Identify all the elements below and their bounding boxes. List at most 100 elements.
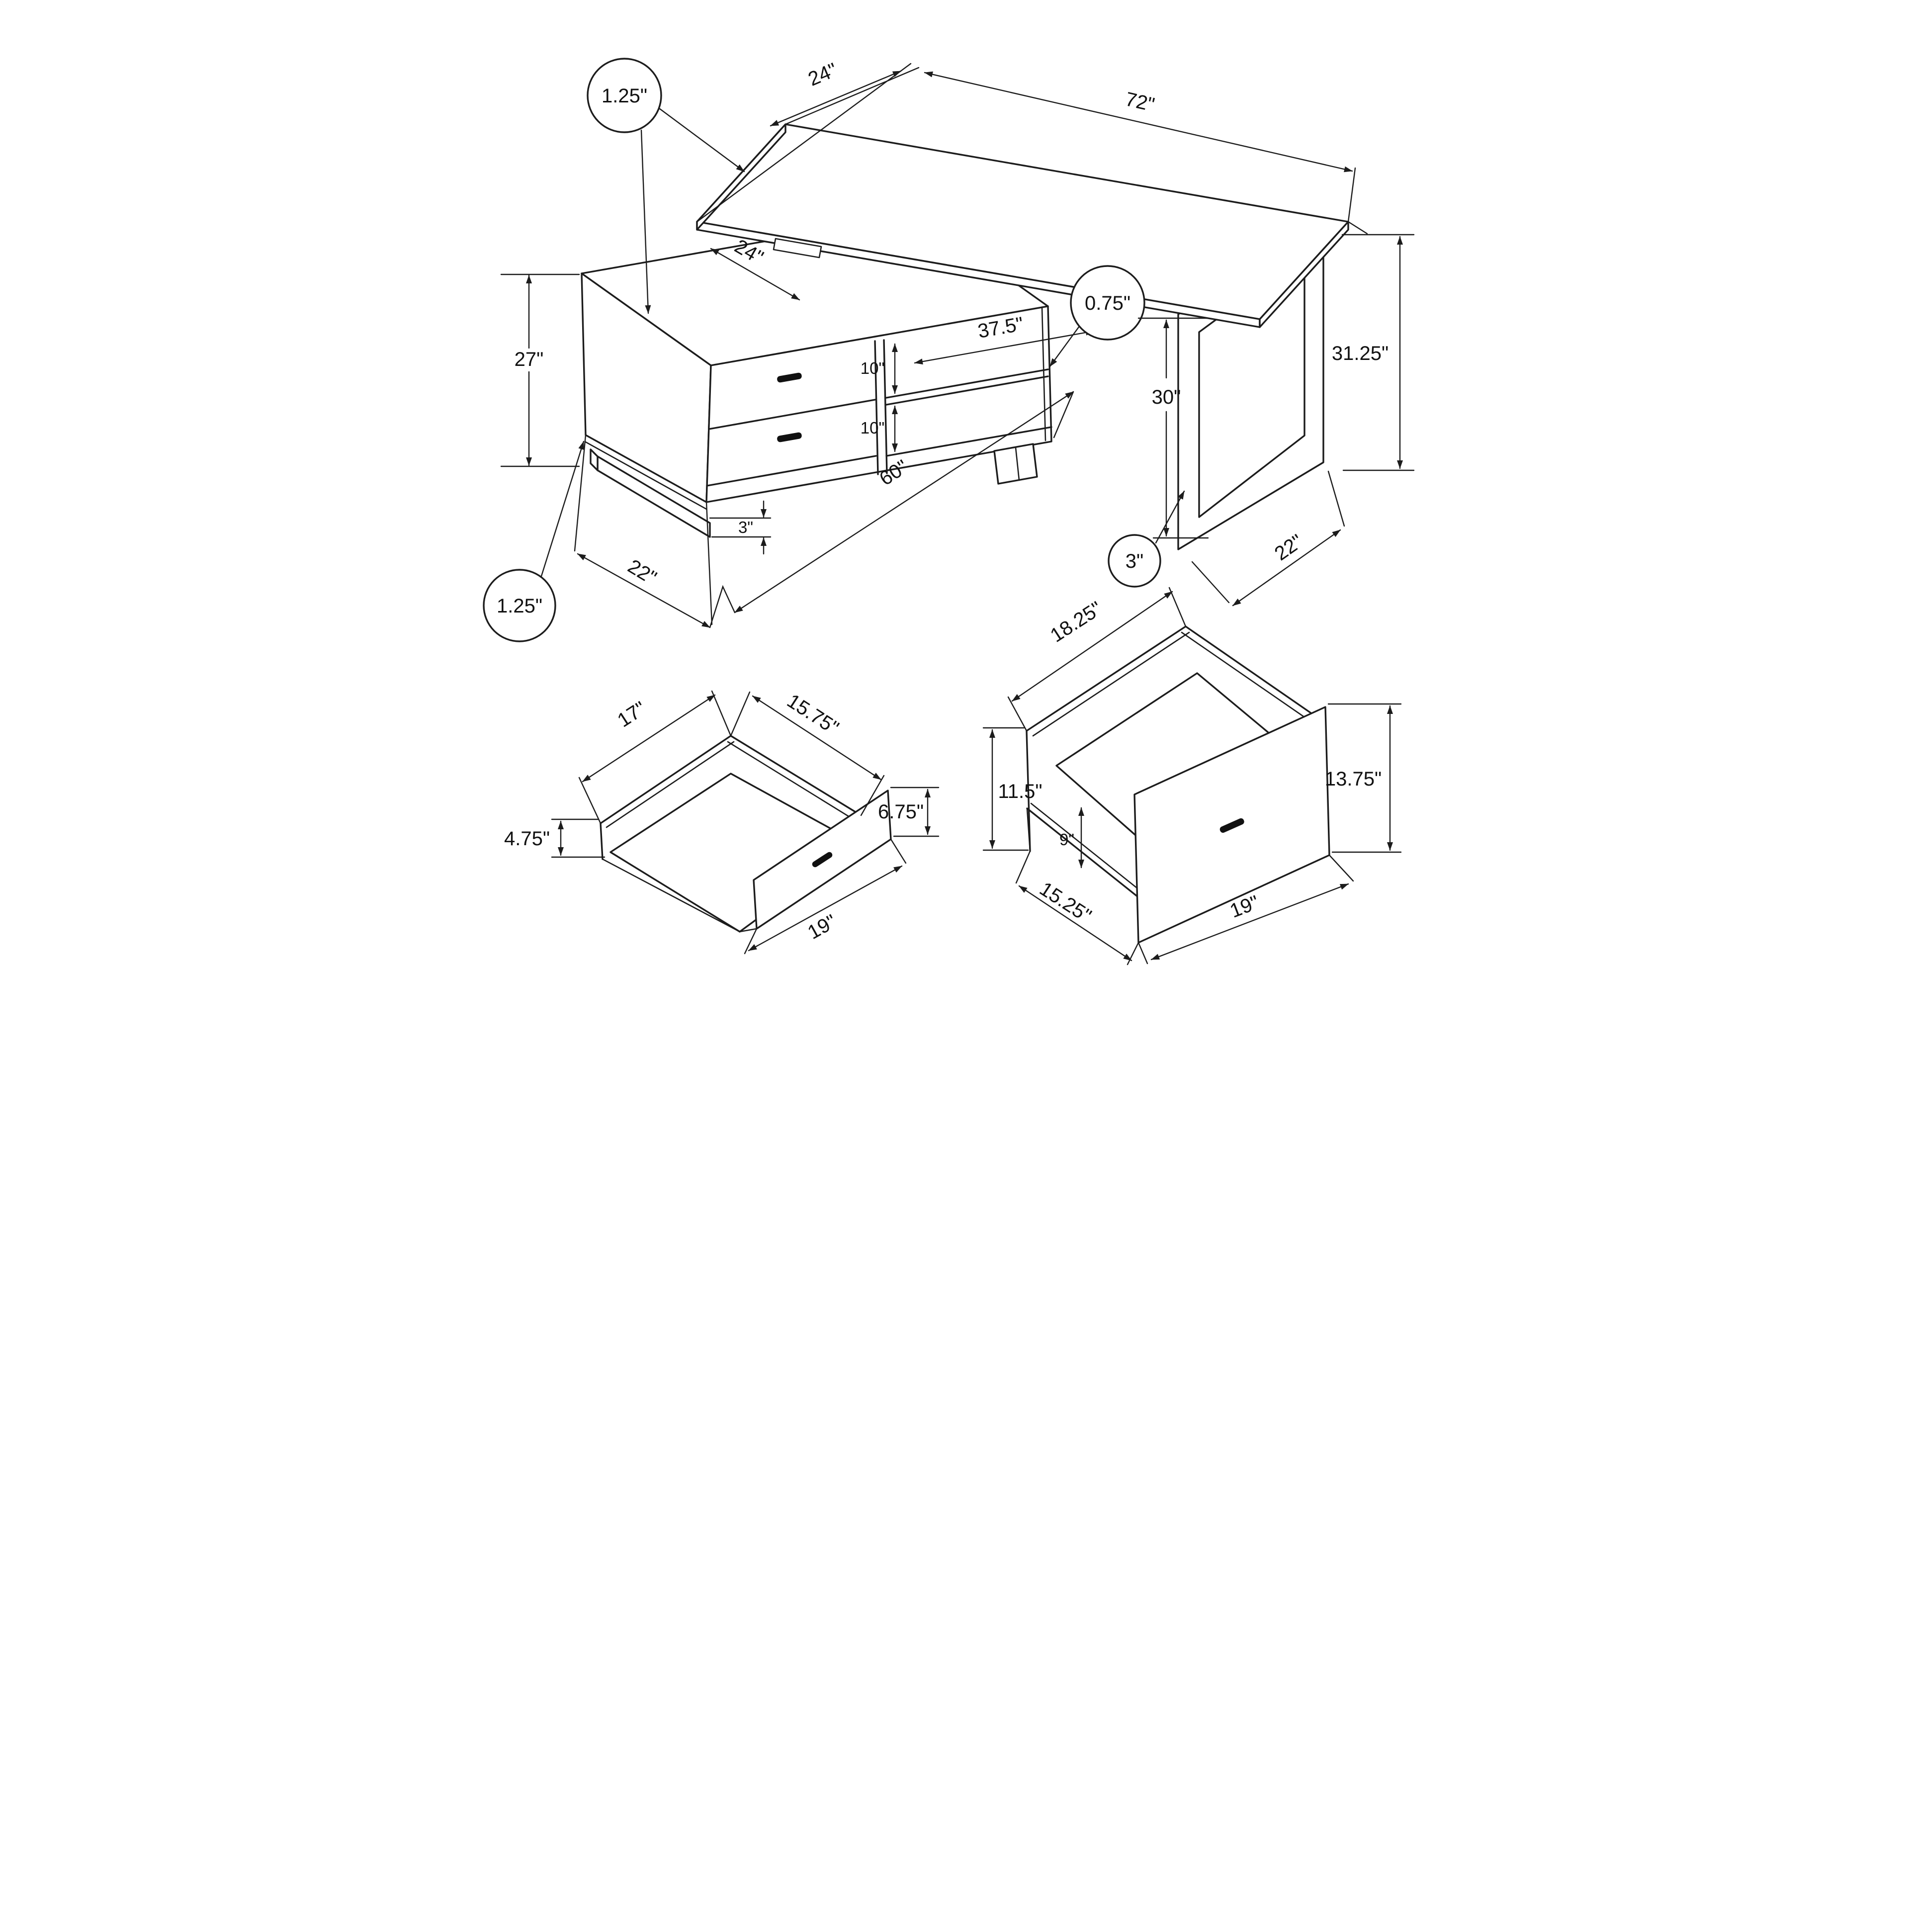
dim-label: 6.75" bbox=[878, 801, 924, 823]
dim-credenza-height: 27" bbox=[500, 273, 580, 467]
dim-label: 22" bbox=[624, 555, 660, 589]
leader-line bbox=[658, 107, 745, 173]
dim-label: 31.25" bbox=[1332, 343, 1388, 364]
back-left-wall-top bbox=[600, 735, 732, 824]
dim-side-height: 11.5" bbox=[982, 727, 1042, 851]
leader-line bbox=[640, 129, 651, 314]
callout-label: 3" bbox=[1126, 550, 1143, 572]
dim-label: 9" bbox=[1059, 830, 1074, 849]
dim-label: 4.75" bbox=[504, 828, 550, 850]
ext-line bbox=[1007, 696, 1028, 732]
dim-line bbox=[1018, 885, 1132, 962]
ext-line bbox=[574, 434, 587, 552]
ext-line bbox=[1327, 470, 1345, 527]
dim-label: 27" bbox=[515, 349, 544, 370]
leader-line bbox=[1155, 490, 1185, 544]
ext-line bbox=[578, 777, 602, 824]
back-right-wall-top bbox=[1185, 625, 1322, 721]
dim-line bbox=[734, 391, 1074, 614]
leader-line bbox=[540, 440, 585, 579]
diagram-canvas: 24" 72" 1.25" 24" 27" bbox=[477, 0, 1432, 966]
callout-label: 1.25" bbox=[602, 85, 647, 107]
ext-line bbox=[1191, 561, 1230, 604]
dim-line bbox=[770, 70, 902, 127]
dim-front-height: 13.75" bbox=[1325, 703, 1402, 853]
ext-line bbox=[1053, 391, 1074, 439]
ext-line bbox=[784, 67, 920, 125]
dim-front-height: 6.75" bbox=[878, 787, 940, 837]
dim-line bbox=[752, 695, 882, 781]
dim-label: 10" bbox=[861, 359, 884, 377]
callout-circle bbox=[1070, 265, 1145, 341]
dim-side-height: 4.75" bbox=[504, 818, 606, 858]
ext-line bbox=[705, 501, 713, 625]
ext-line bbox=[1127, 942, 1139, 966]
left-wall-edge bbox=[1026, 730, 1031, 852]
dim-inner-front-height: 9" bbox=[1059, 807, 1084, 869]
back-left-wall-inner bbox=[1032, 631, 1190, 737]
dim-label: 13.75" bbox=[1325, 768, 1382, 790]
leader-line bbox=[1049, 325, 1081, 367]
dim-line bbox=[582, 694, 716, 783]
callout-panel-thickness: 1.25" bbox=[483, 440, 585, 642]
dim-top-width: 18.25" bbox=[1007, 587, 1187, 732]
dim-line bbox=[748, 865, 903, 952]
left-wall-bottom bbox=[602, 858, 741, 933]
drawer-handle bbox=[812, 852, 833, 868]
dim-line bbox=[710, 248, 800, 301]
ext-line bbox=[1347, 167, 1356, 223]
callout-circle bbox=[587, 58, 662, 133]
dim-label: 72" bbox=[1123, 88, 1156, 116]
drawer-handle bbox=[1219, 818, 1244, 833]
callout-desktop-thickness: 1.25" bbox=[587, 58, 745, 314]
ext-line bbox=[1015, 850, 1031, 884]
ext-line bbox=[711, 690, 732, 737]
dim-label: 3" bbox=[738, 518, 753, 536]
ext-line bbox=[890, 838, 907, 864]
bottom-thickness-line bbox=[585, 441, 707, 510]
dim-overall-height: 31.25" bbox=[1332, 221, 1415, 471]
ext-line bbox=[1168, 587, 1187, 627]
corner-bracket bbox=[773, 238, 822, 259]
dim-line bbox=[924, 71, 1353, 173]
ext-line bbox=[730, 691, 751, 737]
dim-label: 22" bbox=[1271, 530, 1307, 565]
diagram-page: 24" 72" 1.25" 24" 27" bbox=[477, 0, 1432, 966]
callout-label: 1.25" bbox=[497, 595, 542, 617]
ext-line bbox=[1328, 854, 1354, 882]
front-left-wall-end bbox=[1026, 807, 1031, 852]
dim-inner-depth: 15.75" bbox=[730, 690, 885, 816]
dim-label: 18.25" bbox=[1046, 598, 1106, 647]
back-left-wall-top bbox=[1026, 625, 1187, 732]
dim-label: 30" bbox=[1152, 386, 1181, 408]
dim-label: 19" bbox=[804, 910, 840, 944]
back-right-wall-inner bbox=[1181, 631, 1317, 726]
dim-bottom-width: 15.25" bbox=[1015, 850, 1139, 966]
dim-line bbox=[1150, 883, 1349, 961]
dim-knee-clearance: 30" bbox=[1137, 317, 1209, 539]
callout-leg-thickness: 3" bbox=[1108, 490, 1185, 588]
callout-circle bbox=[483, 569, 556, 642]
dim-label: 11.5" bbox=[998, 781, 1042, 802]
dim-inner-width: 17" bbox=[578, 690, 732, 824]
dim-line bbox=[1232, 529, 1341, 607]
dim-label: 15.75" bbox=[783, 690, 843, 739]
callout-circle bbox=[1108, 534, 1161, 588]
left-wall-edge bbox=[600, 822, 604, 860]
back-right-wall-inner bbox=[727, 741, 856, 821]
callout-shelf-thickness: 0.75" bbox=[1049, 265, 1145, 367]
dim-kick-height: 3" bbox=[709, 500, 772, 555]
kick-left-end bbox=[590, 448, 599, 471]
break-mark bbox=[709, 585, 736, 628]
ext-line bbox=[1137, 942, 1148, 965]
ext-line bbox=[1347, 221, 1368, 235]
desktop-right-edge bbox=[1259, 221, 1349, 328]
dim-line bbox=[577, 553, 711, 628]
dim-label: 10" bbox=[861, 419, 884, 437]
large-drawer-view: 18.25" 11.5" 9" 13.75" 15.25" bbox=[982, 587, 1402, 966]
back-right-wall-top bbox=[730, 735, 862, 816]
dim-line bbox=[1011, 591, 1173, 702]
main-view: 24" 72" 1.25" 24" 27" bbox=[483, 58, 1415, 642]
callout-label: 0.75" bbox=[1085, 292, 1130, 314]
dim-label: 24" bbox=[805, 59, 840, 90]
